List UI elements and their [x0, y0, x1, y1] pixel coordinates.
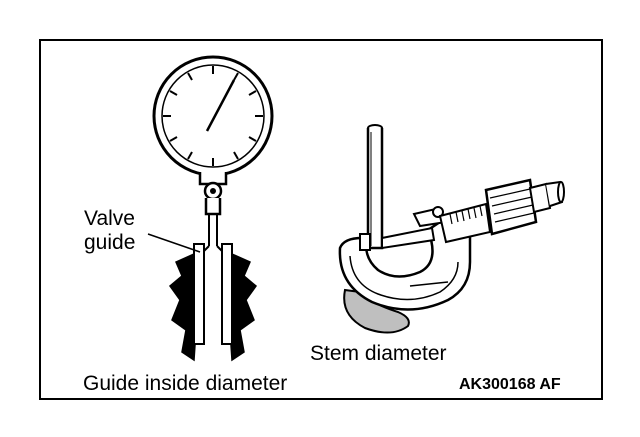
dial-bore-gauge-icon — [152, 55, 274, 253]
sleeve-graduations — [449, 205, 483, 225]
figure-frame — [39, 39, 603, 400]
thimble-graduations — [489, 188, 535, 223]
guide-inside-diameter-label: Guide inside diameter — [83, 372, 288, 395]
valve-guide-leader — [147, 233, 201, 253]
stem-diameter-label: Stem diameter — [310, 342, 447, 365]
valve-guide-label-line2: guide — [84, 231, 136, 254]
valve-guide-label-line1: Valve — [84, 207, 135, 230]
dial-ticks — [163, 66, 263, 166]
valve-guide-icon — [168, 243, 258, 362]
micrometer-icon — [338, 178, 565, 334]
dial-needle — [205, 79, 236, 132]
figure-code-label: AK300168 AF — [459, 376, 561, 393]
valve-stem-icon — [366, 124, 384, 250]
